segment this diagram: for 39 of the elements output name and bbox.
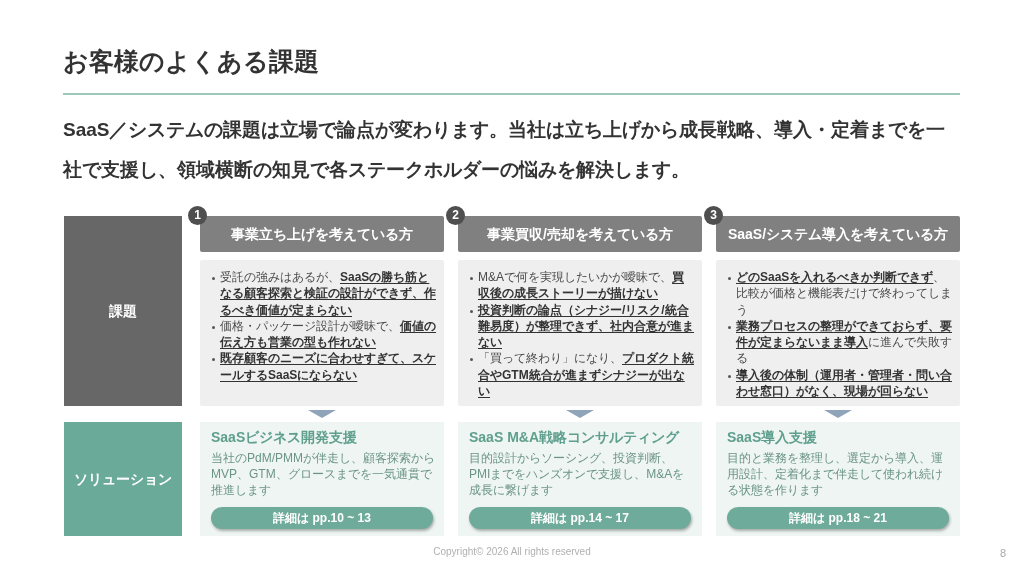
number-badge: 3 xyxy=(704,206,723,225)
number-badge: 1 xyxy=(188,206,207,225)
service-card xyxy=(200,422,444,536)
bullet-text: どのSaaSを入れるべきか判断できず、比較が価格と機能表だけで終わってしまう xyxy=(736,269,952,318)
service-description: 目的設計からソーシング、投資判断、PMIまでをハンズオンで支援し、M&Aを成長に繋げます xyxy=(469,450,686,498)
bullet-text: 導入後の体制（運用者・管理者・問い合わせ窓口）がなく、現場が回らない xyxy=(736,366,952,400)
down-arrow xyxy=(566,410,594,418)
lead-text: SaaS／システムの課題は立場で論点が変わります。当社は立ち上げから成長戦略、導入・定着までを一社で支援し、領域横断の知見で各ステークホルダーの悩みを解決します。 xyxy=(63,118,947,182)
bullet-text: 「買って終わり」になり、プロダクト統合やGTM統合が進まずシナジーが出ない xyxy=(478,350,694,400)
bullet-text: 業務プロセスの整理ができておらず、要件が定まらないまま導入に進んで失敗する xyxy=(736,317,952,367)
bullet-text: 価格・パッケージ設計が曖昧で、価値の伝え方も営業の型も作れない xyxy=(220,317,436,351)
problem-panel xyxy=(458,260,702,406)
copyright-text: Copyright© 2026 All rights reserved xyxy=(432,545,592,559)
service-title: SaaS M&A戦略コンサルティング xyxy=(469,428,681,447)
bullet-text: 既存顧客のニーズに合わせすぎて、スケールするSaaSにならない xyxy=(220,350,436,384)
bullet-text: 受託の強みはあるが、SaaSの勝ち筋となる顧客探索と検証の設計ができず、作るべき価値が定まらない xyxy=(220,269,436,318)
down-arrow xyxy=(308,410,336,418)
row-header: 課題 xyxy=(64,216,182,406)
bullet-text: 投資判断の論点（シナジー/リスク/統合難易度）が整理できず、社内合意が進まない xyxy=(478,301,694,351)
row-header: ソリューション xyxy=(64,422,182,536)
down-arrow xyxy=(824,410,852,418)
service-description: 当社のPdM/PMMが伴走し、顧客探索からMVP、GTM、グロースまでを一気通貫で推進します xyxy=(211,450,435,498)
problem-panel xyxy=(716,260,960,406)
problem-panel xyxy=(200,260,444,406)
details-button: 詳細は pp.10 ~ 13 xyxy=(211,507,433,529)
audience-heading: 事業買収/売却を考えている方 xyxy=(487,225,673,244)
service-card xyxy=(716,422,960,536)
audience-heading: 事業立ち上げを考えている方 xyxy=(231,225,413,244)
details-button: 詳細は pp.14 ~ 17 xyxy=(469,507,691,529)
service-title: SaaSビジネス開発支援 xyxy=(211,428,359,447)
page-number: 8 xyxy=(998,546,1008,561)
service-title: SaaS導入支援 xyxy=(727,428,819,447)
service-description: 目的と業務を整理し、選定から導入、運用設計、定着化まで伴走して使われ続ける状態を作ります xyxy=(727,450,944,498)
slide-title: お客様のよくある課題 xyxy=(63,46,319,77)
audience-heading: SaaS/システム導入を考えている方 xyxy=(727,225,949,244)
service-card xyxy=(458,422,702,536)
details-button: 詳細は pp.18 ~ 21 xyxy=(727,507,949,529)
bullet-text: M&Aで何を実現したいかが曖昧で、買収後の成長ストーリーが描けない xyxy=(478,269,685,302)
number-badge: 2 xyxy=(446,206,465,225)
